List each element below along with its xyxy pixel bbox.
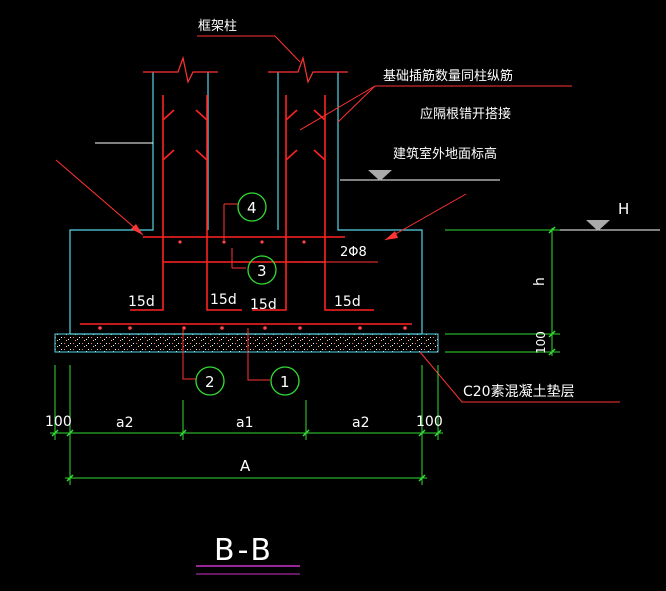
tick <box>66 429 74 437</box>
leader-dowel-1 <box>299 85 376 131</box>
rebar-cage <box>80 95 412 325</box>
rebar-dot <box>298 326 302 330</box>
rebar-dot <box>358 326 362 330</box>
label-level-H: H <box>618 200 629 218</box>
label-dim-100-right: 100 <box>416 414 443 430</box>
label-15d-3: 15d <box>250 297 277 313</box>
stirrup-4 <box>195 149 208 161</box>
dowel-bar-left-outer <box>130 95 164 311</box>
rebar-dot <box>403 326 407 330</box>
tick <box>418 429 426 437</box>
label-tie-bars: 2Φ8 <box>340 245 367 260</box>
level-H-triangle <box>586 220 610 231</box>
label-dim-a2-left: a2 <box>116 415 134 431</box>
column-left-outline <box>69 72 154 334</box>
grade-lines <box>95 142 660 231</box>
tick <box>548 348 556 356</box>
column-break-symbols <box>143 55 348 84</box>
rebar-dot <box>260 240 264 244</box>
callout-4-number: 4 <box>247 199 257 217</box>
callout-2-circle <box>195 366 225 396</box>
break-symbol-right <box>268 55 348 84</box>
label-frame-column: 框架柱 <box>198 19 237 34</box>
arrowhead-left <box>131 224 143 235</box>
stirrup-2 <box>162 149 175 161</box>
concrete-outline <box>69 72 423 335</box>
section-title: B-B <box>214 533 274 568</box>
leader-frame-column <box>197 35 301 63</box>
rebar-dot <box>302 240 306 244</box>
label-depth-h: h <box>532 277 548 286</box>
rebar-dot <box>222 240 226 244</box>
cushion-layer <box>54 333 439 353</box>
label-cushion: C20素混凝土垫层 <box>463 384 575 400</box>
stirrup-7 <box>313 109 326 121</box>
rebar-dot <box>178 240 182 244</box>
tick <box>548 330 556 338</box>
dowel-bar-right-outer <box>324 95 374 311</box>
tick <box>66 474 74 482</box>
stirrup-5 <box>285 109 298 121</box>
label-dowel-note-2: 应隔根错开搭接 <box>420 106 511 122</box>
rebar-dots <box>98 240 407 330</box>
label-outdoor-grade: 建筑室外地面标高 <box>393 146 497 162</box>
leader-dowel-2 <box>337 85 376 123</box>
leader-callout-1 <box>247 328 270 381</box>
label-dim-100-left: 100 <box>45 414 72 430</box>
break-symbol-left <box>143 55 218 84</box>
callout-1-number: 1 <box>280 373 290 391</box>
callout-4-circle <box>237 192 267 222</box>
callout-1-circle <box>270 366 300 396</box>
dimension-lines <box>50 228 560 485</box>
drawing-text: 框架柱 基础插筋数量同柱纵筋 应隔根错开搭接 建筑室外地面标高 H 2Φ8 C2… <box>45 19 629 568</box>
stirrup-6 <box>285 149 298 161</box>
leader-arrowheads <box>131 224 398 240</box>
stirrup-8 <box>313 149 326 161</box>
dimension-ticks <box>51 226 556 482</box>
rebar-dot <box>263 326 267 330</box>
stirrup-1 <box>162 109 175 121</box>
tick <box>434 429 442 437</box>
column-right-outline <box>337 72 423 334</box>
tick <box>51 429 59 437</box>
callout-2-number: 2 <box>205 373 215 391</box>
leader-callout-2 <box>182 328 196 380</box>
tick <box>418 474 426 482</box>
tick <box>179 429 187 437</box>
leader-arrow-left <box>55 159 144 236</box>
stirrup-3 <box>195 109 208 121</box>
leader-arrow-right <box>384 193 467 241</box>
outdoor-grade-triangle <box>368 170 392 181</box>
callout-circles <box>195 192 300 396</box>
leader-lines <box>55 35 620 403</box>
rebar-dot <box>128 326 132 330</box>
arrowhead-right <box>385 231 398 240</box>
tick <box>302 429 310 437</box>
label-dim-a1: a1 <box>236 415 254 431</box>
callout-3-circle <box>247 255 277 285</box>
label-15d-2: 15d <box>210 292 237 308</box>
label-15d-4: 15d <box>334 294 361 310</box>
level-triangles <box>368 170 610 231</box>
leader-cushion <box>419 351 620 403</box>
tick <box>548 226 556 234</box>
label-dowel-note-1: 基础插筋数量同柱纵筋 <box>383 68 513 84</box>
label-dim-A: A <box>240 457 251 475</box>
rebar-dot <box>98 326 102 330</box>
label-15d-1: 15d <box>128 294 155 310</box>
callout-3-number: 3 <box>257 262 267 280</box>
rebar-dot <box>220 326 224 330</box>
label-cushion-thickness: 100 <box>534 331 548 354</box>
dowel-bar-right-inner <box>252 95 287 311</box>
dowel-bar-left-inner <box>206 95 242 311</box>
label-dim-a2-right: a2 <box>352 415 370 431</box>
